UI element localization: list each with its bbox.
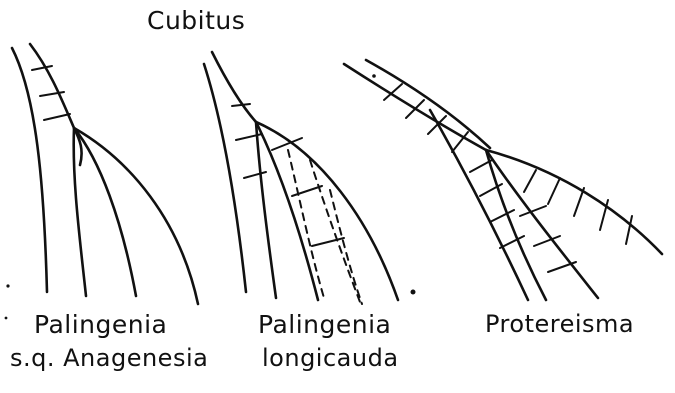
panel-protereisma-drawing	[344, 60, 662, 300]
caption-protereisma: Protereisma	[485, 310, 634, 338]
panel-palingenia-anagenesia-drawing	[12, 44, 198, 304]
caption-palingenia-anagenesia-line1: Palingenia	[34, 310, 167, 339]
caption-palingenia-anagenesia-line2: s.q. Anagenesia	[10, 344, 208, 372]
caption-palingenia-longicauda-line2: longicauda	[262, 344, 399, 372]
caption-palingenia-longicauda-line1: Palingenia	[258, 310, 391, 339]
figure-title: Cubitus	[147, 6, 245, 35]
